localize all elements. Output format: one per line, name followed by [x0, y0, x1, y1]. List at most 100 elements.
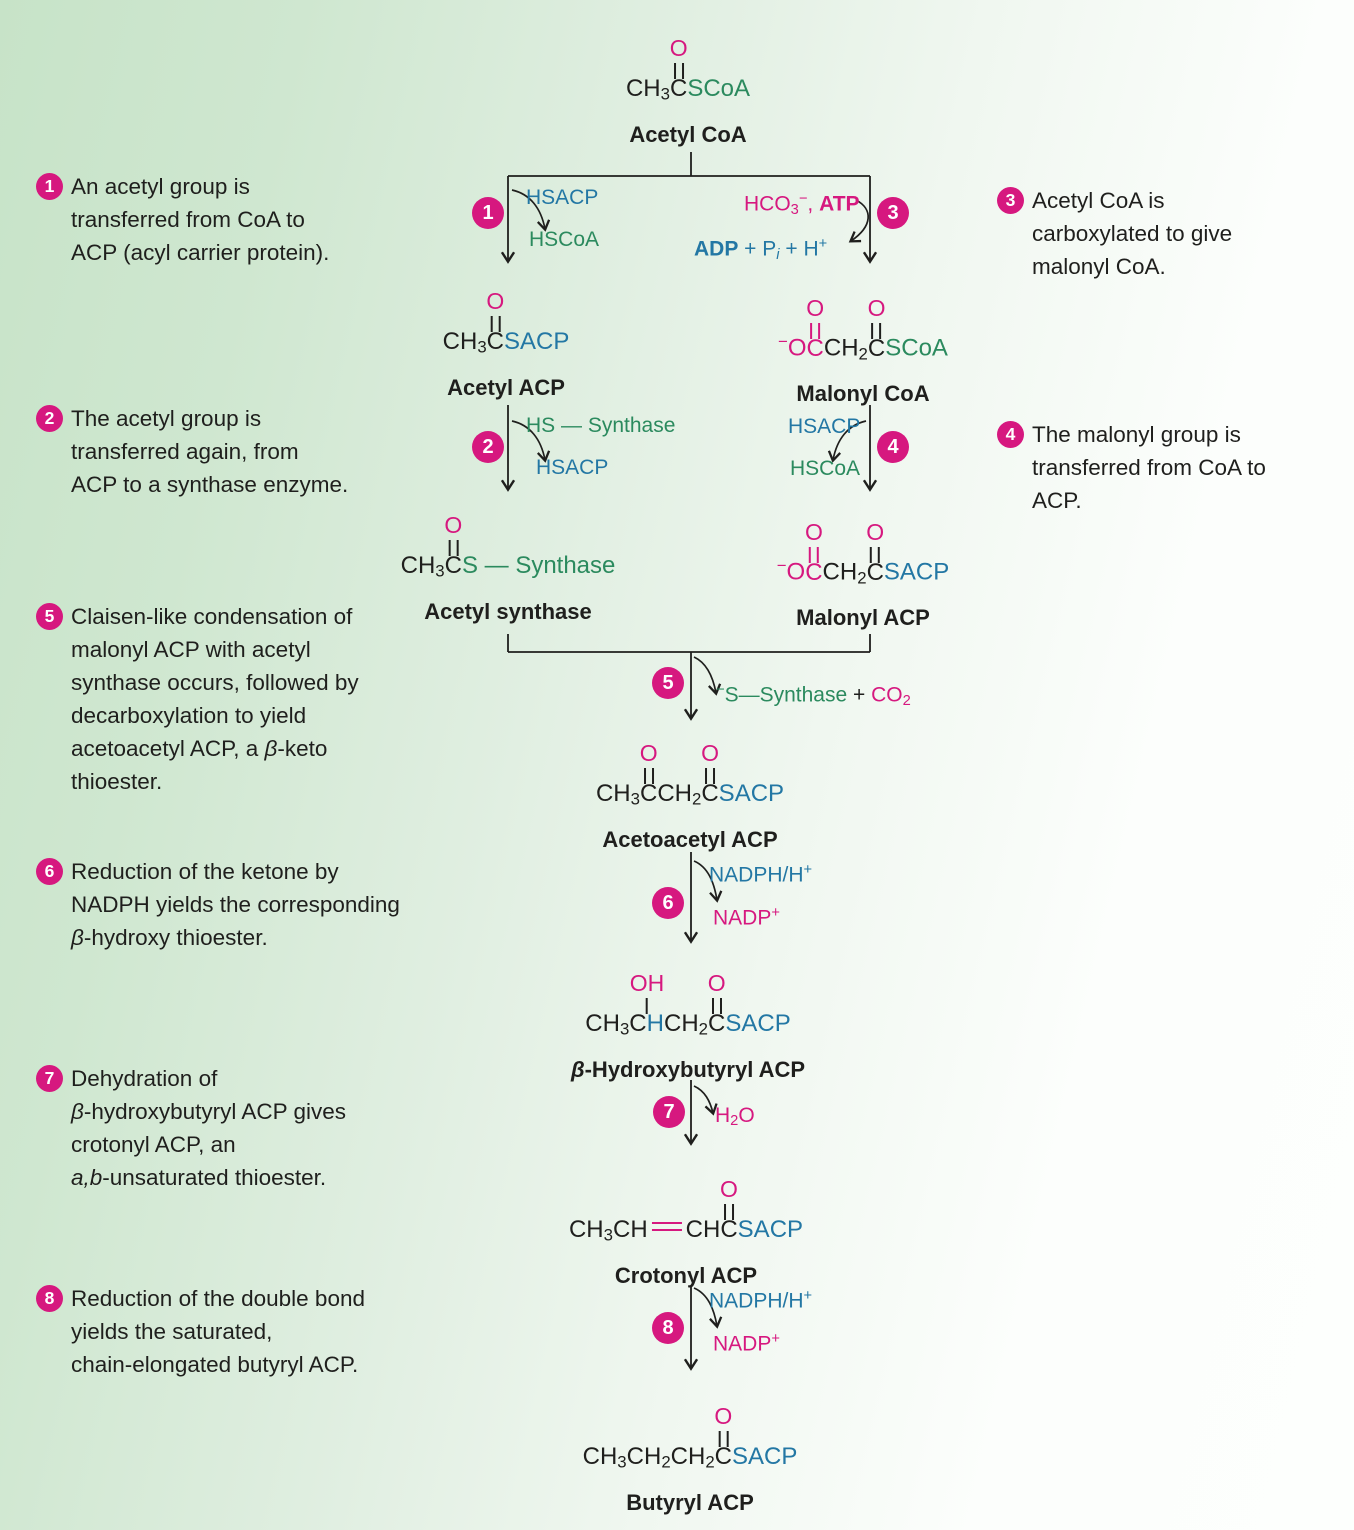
text-segment: -unsaturated thioester. [102, 1165, 327, 1190]
text-segment: − [778, 332, 788, 351]
step-note-line: transferred from CoA to [1032, 451, 1266, 484]
text-segment: CH [400, 552, 436, 579]
text-segment: CH [582, 1443, 618, 1470]
text-segment: 3 [435, 561, 445, 581]
text-segment: HSACP [536, 456, 609, 479]
step-note-4: 4 The malonyl group is transferred from Co… [997, 418, 1266, 517]
text-segment: malonyl CoA. [1032, 254, 1166, 279]
carbonyl-above: O [714, 1405, 732, 1447]
flow-step-4-badge: 4 [877, 431, 909, 463]
flow-step-6-badge: 6 [652, 887, 684, 919]
oxygen-label: O [701, 740, 719, 766]
text-segment: NADP [713, 1332, 772, 1356]
carbonyl-above: OH [630, 972, 664, 1014]
reagent-s3-in: HCO3−, ATP [744, 187, 860, 222]
text-segment: HS — Synthase [526, 414, 676, 437]
text-segment: ACP (acyl carrier protein). [71, 240, 330, 265]
text-segment: NADPH/H [709, 863, 804, 887]
text-segment: The acetyl group is [71, 406, 262, 431]
step-note-line: β-hydroxy thioester. [71, 921, 400, 954]
text-segment: β [71, 925, 84, 950]
text-segment: CH [595, 780, 631, 807]
reagent-s1-in: HSACP [526, 186, 598, 210]
text-segment: O [787, 334, 807, 362]
reagent-s7-out: H2O [715, 1104, 755, 1133]
step-note-line: ACP to a synthase enzyme. [71, 468, 348, 501]
step-note-line: Dehydration of [71, 1062, 346, 1095]
oxygen-label: O [669, 35, 688, 61]
text-segment: ADP [694, 237, 739, 261]
step-note-line: Claisen-like condensation of [71, 600, 359, 633]
text-segment: CH [663, 1010, 699, 1037]
text-segment: i [776, 246, 780, 263]
text-segment: Malonyl CoA [796, 381, 930, 407]
step-note-line: Reduction of the double bond [71, 1282, 365, 1315]
text-segment: thioester. [71, 769, 163, 794]
oxygen-label: O [720, 1176, 738, 1202]
text-segment: crotonyl ACP, an [71, 1132, 236, 1157]
text-segment: SACP [718, 780, 785, 807]
step-note-lines: The malonyl group is transferred from CoA… [1032, 418, 1266, 517]
text-segment: Acetyl CoA is [1032, 188, 1165, 213]
oxygen-label: O [486, 288, 505, 314]
text-segment: 2 [730, 1113, 739, 1130]
flow-step-3-badge: 3 [877, 197, 909, 229]
step-note-line: transferred from CoA to [71, 203, 329, 236]
text-segment: NADPH yields the corresponding [71, 892, 400, 917]
text-segment: CH [585, 1010, 620, 1037]
oxygen-label: O [707, 970, 726, 996]
carbonyl-above: O [866, 520, 884, 563]
step-note-line: ACP (acyl carrier protein). [71, 236, 329, 269]
oxygen-label: O [804, 518, 823, 545]
text-segment: Crotonyl ACP [614, 1262, 758, 1288]
text-segment: acetoacetyl ACP, a [71, 736, 265, 761]
step-7-note-badge: 7 [36, 1065, 63, 1092]
carbonyl-above: O [720, 1178, 738, 1220]
text-segment: malonyl ACP with acetyl [71, 637, 311, 662]
text-segment: HSACP [788, 415, 861, 438]
text-segment: chain-elongated butyryl ACP. [71, 1352, 359, 1377]
step-note-line: crotonyl ACP, an [71, 1128, 346, 1161]
text-segment: CH [442, 328, 478, 355]
text-segment: -hydroxybutyryl ACP gives [83, 1099, 347, 1124]
step-6-note-badge: 6 [36, 858, 63, 885]
text-segment: CH [822, 558, 858, 586]
carbonyl-above: O [701, 742, 719, 784]
text-segment: β [264, 736, 278, 761]
text-segment: CH [612, 1216, 648, 1243]
carbonyl-above: O [670, 37, 688, 79]
double-bond-vertical [871, 322, 882, 339]
step-4-note-badge: 4 [997, 421, 1024, 448]
step-note-line: The malonyl group is [1032, 418, 1266, 451]
double-bond-vertical [448, 540, 459, 556]
single-bond-vertical [645, 998, 649, 1014]
text-segment: transferred from CoA to [1032, 455, 1266, 480]
reagent-s1-out: HSCoA [529, 228, 599, 252]
step-note-line: decarboxylation to yield [71, 699, 359, 732]
text-segment: , [807, 192, 820, 216]
carbonyl-above: O [444, 514, 462, 556]
reagent-s8-out: NADP+ [713, 1327, 780, 1357]
text-segment: + [847, 683, 872, 707]
text-segment: -hydroxy thioester. [83, 925, 268, 950]
